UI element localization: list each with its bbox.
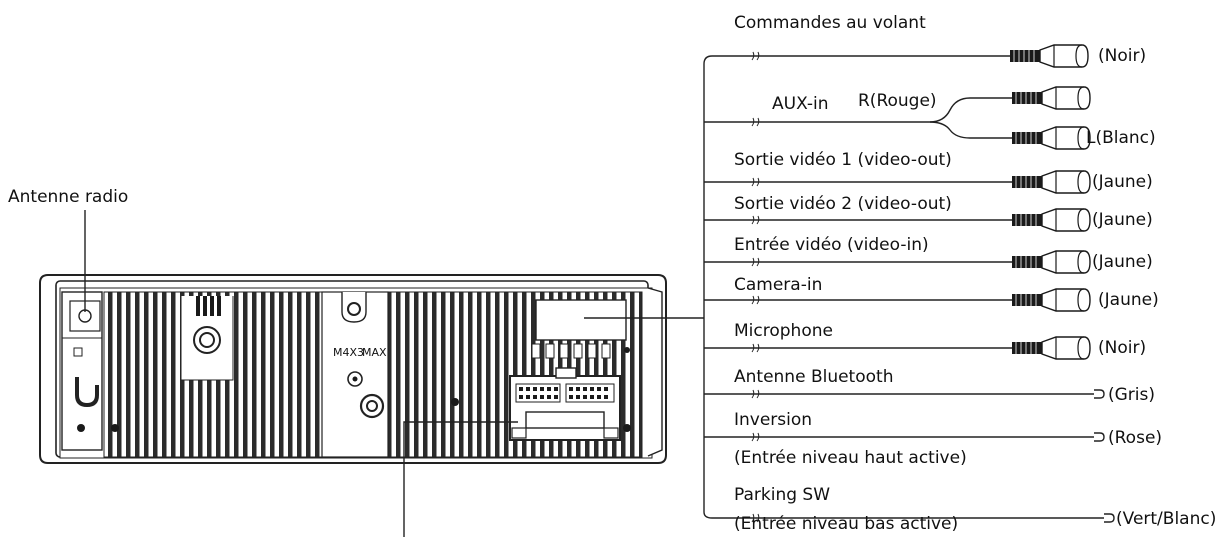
rca-connector xyxy=(1011,86,1091,110)
color-video-in: (Jaune) xyxy=(1092,252,1153,272)
label-microphone: Microphone xyxy=(734,321,833,341)
rca-connector xyxy=(1011,208,1091,232)
label-aux-in: AUX-in xyxy=(772,94,829,114)
iso-leader-line xyxy=(403,421,518,537)
color-parking: (Vert/Blanc) xyxy=(1116,509,1216,529)
color-reverse: (Rose) xyxy=(1108,428,1162,448)
color-aux-left: L(Blanc) xyxy=(1086,128,1156,148)
label-video-in: Entrée vidéo (video-in) xyxy=(734,235,929,255)
color-video-out-2: (Jaune) xyxy=(1092,210,1153,230)
rca-connector xyxy=(1009,44,1089,68)
screw-marking-b: MAX xyxy=(362,346,387,359)
color-camera-in: (Jaune) xyxy=(1098,290,1159,310)
sublabel-parking: (Entrée niveau bas active) xyxy=(734,514,958,534)
antenna-label: Antenne radio xyxy=(8,187,128,207)
screw-marking-a: M4X3 xyxy=(333,346,364,359)
label-video-out-2: Sortie vidéo 2 (video-out) xyxy=(734,194,952,214)
label-parking: Parking SW xyxy=(734,485,830,505)
rca-connector xyxy=(1011,126,1091,150)
label-bt-antenna: Antenne Bluetooth xyxy=(734,367,893,387)
rca-connector xyxy=(1011,288,1091,312)
label-video-out-1: Sortie vidéo 1 (video-out) xyxy=(734,150,952,170)
color-video-out-1: (Jaune) xyxy=(1092,172,1153,192)
rca-connector xyxy=(1011,336,1091,360)
color-bt-antenna: (Gris) xyxy=(1108,385,1155,405)
sublabel-reverse: (Entrée niveau haut active) xyxy=(734,448,967,468)
rca-connector xyxy=(1011,170,1091,194)
color-microphone: (Noir) xyxy=(1098,338,1146,358)
head-unit-rear: M4X3 MAX xyxy=(39,274,667,464)
rca-connectors xyxy=(1009,44,1091,360)
sublabel-aux-right: R(Rouge) xyxy=(858,91,937,111)
label-camera-in: Camera-in xyxy=(734,275,822,295)
wire-harness xyxy=(584,51,1104,523)
rca-connector xyxy=(1011,250,1091,274)
label-reverse: Inversion xyxy=(734,410,812,430)
steering-controls-title: Commandes au volant xyxy=(734,13,926,33)
color-steering: (Noir) xyxy=(1098,46,1146,66)
